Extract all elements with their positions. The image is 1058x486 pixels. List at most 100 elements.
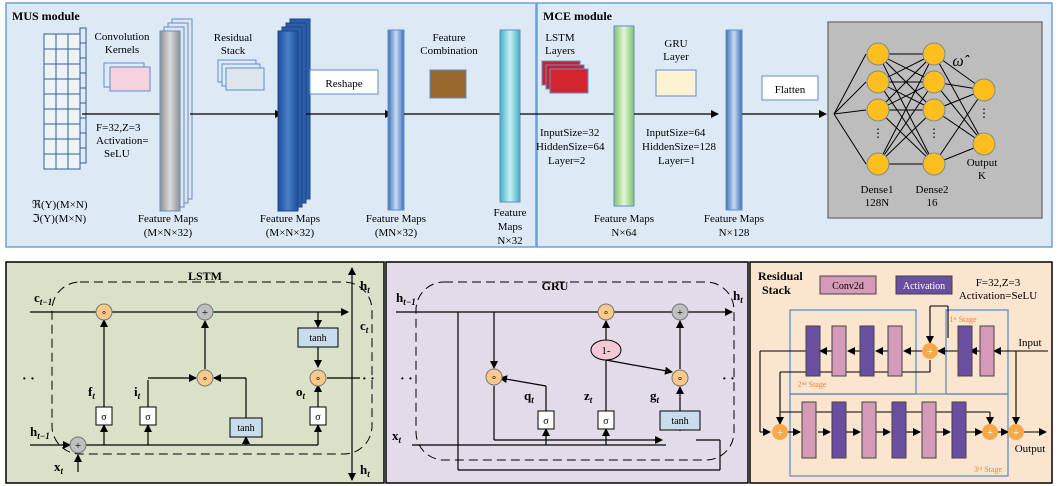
lstm-x: xt	[54, 459, 64, 476]
stage3-label: 3ʳᵈ Stage	[974, 465, 1002, 474]
gru-param-1: InputSize=64	[646, 127, 706, 139]
grid-cell	[67, 138, 81, 155]
mus-param-1: F=32,Z=3	[96, 122, 141, 134]
grid-cell	[79, 147, 87, 164]
input-matrix	[43, 27, 87, 170]
svg-text:+: +	[987, 427, 993, 439]
res-param-2: Activation=SeLU	[959, 290, 1037, 302]
grid-cell	[67, 48, 81, 65]
output-label-1: Output	[967, 157, 998, 169]
res-title-2: Stack	[762, 283, 791, 297]
dense-input-edge	[833, 81, 867, 115]
grid-cell	[43, 48, 57, 65]
gru-param-3: Layer=1	[658, 155, 695, 167]
gru-dots-right: · ·	[722, 372, 735, 387]
dense-edge	[877, 53, 935, 165]
gru-h-out: ht	[733, 288, 743, 305]
grid-cell	[43, 33, 57, 50]
dense-node	[922, 152, 946, 176]
grid-cell	[55, 63, 69, 80]
svg-text:+: +	[677, 307, 683, 319]
lstm-c-out: ct	[360, 318, 369, 335]
fmap-gru-1: Feature Maps	[704, 213, 764, 225]
lstm-layers-icon	[541, 60, 589, 94]
lstm-dots-left: · ·	[22, 372, 35, 387]
dense2-label-2: 16	[927, 197, 939, 209]
residual-stack-label-1: Residual	[214, 32, 253, 44]
lstm-h-prev: ht−1	[30, 424, 50, 441]
grid-cell	[43, 78, 57, 95]
grid-cell	[55, 108, 69, 125]
reshape-box	[309, 69, 379, 95]
gru-title: GRU	[542, 279, 569, 293]
gru-one-minus: 1-	[601, 345, 611, 357]
conv-kernels-icon	[103, 62, 151, 92]
dense-node	[866, 98, 890, 122]
gru-feature-maps	[725, 29, 743, 211]
dense1-label-2: 128N	[865, 197, 890, 209]
lstm-tanh-cell: tanh	[309, 333, 326, 344]
fmap2-label-1: Feature Maps	[260, 213, 320, 225]
grid-cell	[55, 93, 69, 110]
mus-param-3: SeLU	[104, 148, 130, 160]
dense-network: ⋮⋮⋮ ω̂ Dense1 128N Dense2 16 Output K	[827, 21, 1043, 219]
res-output-label: Output	[1015, 443, 1046, 455]
svg-text:+: +	[202, 307, 208, 319]
grid-cell	[67, 63, 81, 80]
stage2-label: 2ⁿᵈ Stage	[798, 380, 827, 389]
gru-q-gate: qt	[524, 388, 534, 405]
gru-tanh: tanh	[671, 416, 688, 427]
fmap2-label-2: (M×N×32)	[266, 227, 315, 239]
grid-cell	[79, 132, 87, 149]
dense-edge	[933, 81, 985, 145]
lstm-title: LSTM	[188, 269, 222, 283]
grid-cell	[55, 138, 69, 155]
grid-cell	[67, 123, 81, 140]
svg-text:+: +	[75, 440, 81, 452]
svg-text:∘: ∘	[202, 374, 208, 385]
dense-ellipsis: ⋮	[928, 126, 940, 140]
feature-maps-3	[387, 29, 405, 211]
legend-conv2d	[819, 275, 877, 295]
center-feature-maps	[499, 29, 521, 203]
grid-cell	[79, 42, 87, 59]
svg-text:∘: ∘	[101, 308, 107, 319]
lstm-i-gate: it	[134, 384, 141, 401]
grid-cell	[79, 27, 87, 44]
lstm-o-gate: ot	[296, 384, 306, 401]
fmap-lstm-2: N×64	[611, 227, 637, 239]
dense-edge	[933, 53, 985, 145]
gru-h-prev: ht−1	[396, 290, 416, 307]
input-imag: ℑ(Y)(M×N)	[32, 213, 87, 225]
grid-cell	[43, 93, 57, 110]
gru-sigma-q: σ	[543, 416, 549, 427]
dense-edge	[933, 89, 985, 165]
lstm-layers-label-1: LSTM	[545, 32, 575, 44]
svg-text:+: +	[1013, 427, 1019, 439]
dense-edge	[877, 81, 935, 165]
svg-text:∘: ∘	[603, 308, 609, 319]
dense-node	[922, 98, 946, 122]
gru-sigma-z: σ	[603, 416, 609, 427]
fmap-gru-2: N×128	[719, 227, 750, 239]
grid-cell	[43, 123, 57, 140]
center-fmap-2: Maps	[498, 221, 522, 233]
flatten-label: Flatten	[775, 84, 806, 96]
residual-stack-icon	[217, 59, 265, 91]
gru-param-2: HiddenSize=128	[642, 141, 717, 153]
lstm-sigma-o: σ	[315, 412, 321, 423]
dense-input-edge	[833, 53, 867, 115]
grid-cell	[43, 138, 57, 155]
gru-g-gate: gt	[650, 388, 660, 405]
gru-cell: GRU ∘ + ∘ ∘ 1- σ σ tanh ht−1 xt ht qt zt…	[385, 261, 749, 484]
svg-text:∘: ∘	[491, 373, 497, 384]
dense-edge	[877, 109, 935, 165]
feature-maps-2	[277, 18, 311, 212]
dense-ellipsis: ⋮	[978, 106, 990, 120]
lstm-layers-label-2: Layers	[545, 45, 575, 57]
reshape-label: Reshape	[325, 78, 362, 90]
residual-stack-detail: Residual Stack Conv2d Activation F=32,Z=…	[749, 261, 1053, 484]
legend-act-label: Activation	[903, 281, 945, 292]
fmap1-label-2: (M×N×32)	[144, 227, 193, 239]
